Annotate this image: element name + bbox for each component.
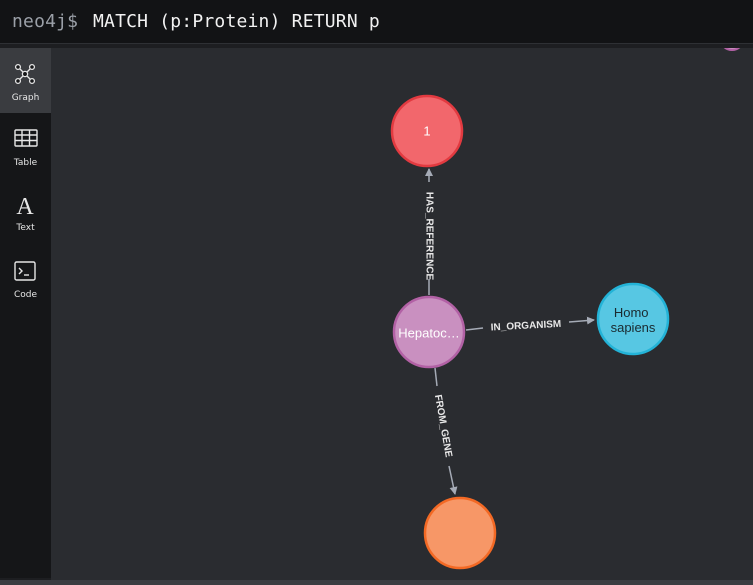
sidebar-item-label: Text	[16, 223, 35, 233]
relationship-in-organism[interactable]: IN_ORGANISM	[465, 316, 595, 334]
graph-visualization[interactable]: HAS_REFERENCE IN_ORGANISM FROM_GENE 1 He…	[51, 25, 753, 580]
node-caption: 1	[423, 123, 430, 138]
relationship-from-gene[interactable]: FROM_GENE	[432, 367, 458, 495]
sidebar-item-code[interactable]: Code	[0, 245, 51, 310]
relationship-label: FROM_GENE	[432, 394, 454, 459]
query-editor[interactable]: MATCH (p:Protein) RETURN p	[93, 11, 380, 32]
svg-text:Homo sapiens: Homo sapiens	[611, 305, 656, 335]
node-gene[interactable]	[423, 496, 497, 570]
node-caption-line: sapiens	[611, 320, 656, 335]
svg-text:A: A	[16, 194, 34, 217]
relationship-label: IN_ORGANISM	[490, 319, 561, 334]
sidebar-item-label: Graph	[11, 93, 40, 103]
node-partial[interactable]	[719, 25, 745, 51]
sidebar-item-text[interactable]: A Text	[0, 178, 51, 243]
text-icon: A	[16, 194, 34, 217]
relationship-label: HAS_REFERENCE	[423, 192, 434, 281]
query-prompt: neo4j$	[12, 11, 79, 32]
code-icon	[14, 261, 36, 281]
node-organism[interactable]: Homo sapiens	[596, 282, 670, 356]
graph-canvas[interactable]: HAS_REFERENCE IN_ORGANISM FROM_GENE 1 He…	[51, 25, 753, 580]
sidebar-item-graph[interactable]: Graph	[0, 48, 51, 113]
bottom-strip	[0, 580, 753, 585]
sidebar-item-label: Table	[13, 158, 38, 168]
relationship-has-reference[interactable]: HAS_REFERENCE	[423, 168, 434, 295]
node-reference[interactable]: 1	[390, 94, 464, 168]
node-caption: Hepatoc…	[398, 325, 459, 340]
graph-icon	[14, 63, 36, 85]
query-bar[interactable]: neo4j$ MATCH (p:Protein) RETURN p	[0, 0, 753, 44]
view-sidebar: Graph Table A Text Code	[0, 48, 51, 578]
table-icon	[14, 129, 38, 147]
sidebar-item-label: Code	[13, 290, 38, 300]
node-protein[interactable]: Hepatoc…	[392, 295, 466, 369]
node-caption-line: Homo	[614, 305, 649, 320]
sidebar-item-table[interactable]: Table	[0, 113, 51, 178]
